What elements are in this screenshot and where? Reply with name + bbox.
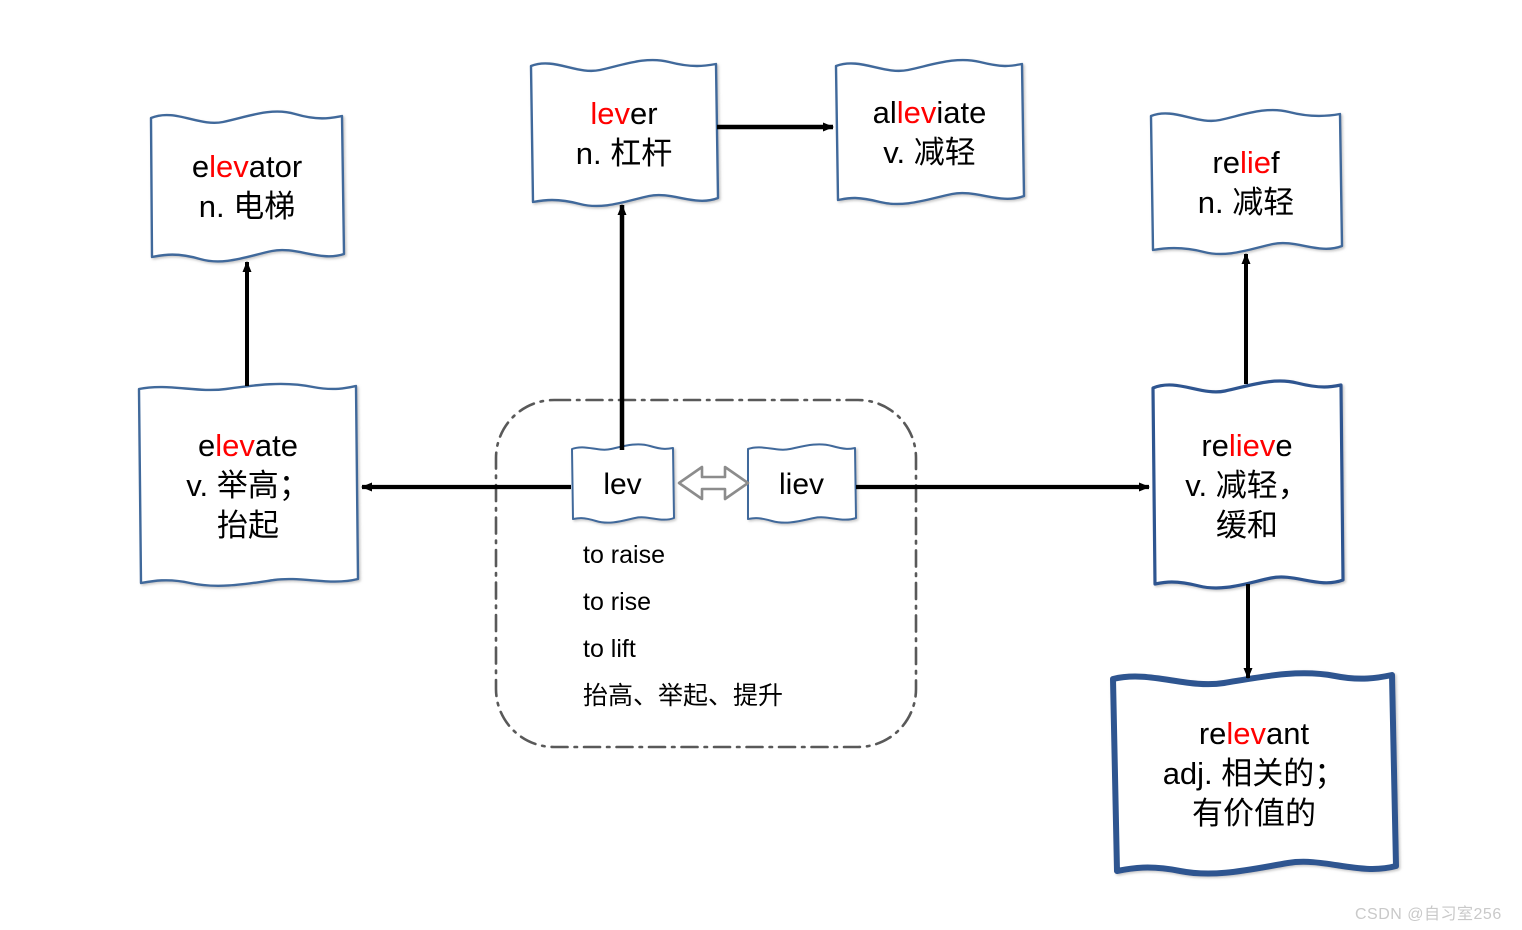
node-shape-lev — [571, 443, 675, 524]
node-alleviate[interactable]: alleviate v. 减轻 — [836, 66, 1023, 200]
node-shape-elevator — [149, 110, 346, 263]
node-elevate-gloss-2: 抬起 — [217, 508, 279, 544]
node-relieve[interactable]: relieve v. 减轻， 缓和 — [1153, 388, 1341, 584]
root-meaning-4: 抬高、举起、提升 — [583, 682, 784, 710]
node-elevator[interactable]: elevator n. 电梯 — [151, 118, 343, 256]
node-shape-alleviate — [834, 58, 1026, 206]
node-root-liev[interactable]: liev — [748, 449, 855, 519]
root-meaning-1: to raise — [583, 541, 665, 569]
root-meaning-2: to rise — [583, 588, 652, 616]
node-alleviate-gloss: v. 减轻 — [883, 135, 976, 170]
node-shape-relieve — [1151, 379, 1345, 590]
node-elevator-word: elevator — [191, 148, 303, 184]
node-relieve-gloss-1: v. 减轻， — [1185, 467, 1309, 503]
node-shape-lever — [529, 58, 720, 208]
node-relief[interactable]: relief n. 减轻 — [1151, 116, 1341, 250]
node-root-lev-label: lev — [603, 467, 642, 501]
node-relief-word: relief — [1212, 144, 1280, 180]
edge-lev-liev-bidirectional — [677, 465, 750, 501]
node-alleviate-word: alleviate — [872, 94, 987, 130]
root-meanings-list: to raise to rise to lift 抬高、举起、提升 — [583, 532, 783, 720]
node-shape-relevant — [1110, 670, 1399, 877]
node-elevate[interactable]: elevate v. 举高； 抬起 — [139, 389, 357, 583]
node-relief-gloss: n. 减轻 — [1197, 185, 1295, 220]
node-shape-relief — [1149, 108, 1344, 256]
node-relevant-gloss-1: adj. 相关的； — [1162, 755, 1346, 791]
node-root-liev-label: liev — [778, 467, 824, 501]
node-relevant[interactable]: relevant adj. 相关的； 有价值的 — [1115, 680, 1393, 868]
node-relevant-gloss-2: 有价值的 — [1192, 796, 1316, 832]
node-elevate-gloss-1: v. 举高； — [186, 467, 310, 503]
node-root-lev[interactable]: lev — [572, 449, 673, 519]
node-relevant-word: relevant — [1198, 715, 1310, 751]
root-group-container — [494, 398, 918, 749]
node-elevate-word: elevate — [198, 427, 298, 463]
node-elevator-gloss: n. 电梯 — [198, 189, 296, 224]
node-lever[interactable]: lever n. 杠杆 — [531, 66, 717, 202]
node-shape-liev — [747, 443, 857, 524]
node-lever-gloss: n. 杠杆 — [575, 136, 673, 171]
node-shape-elevate — [137, 382, 360, 587]
watermark: CSDN @自习室256 — [1355, 906, 1502, 923]
root-meaning-3: to lift — [583, 635, 636, 663]
node-relieve-gloss-2: 缓和 — [1216, 508, 1278, 544]
node-lever-word: lever — [590, 95, 658, 131]
node-relieve-word: relieve — [1201, 427, 1293, 463]
